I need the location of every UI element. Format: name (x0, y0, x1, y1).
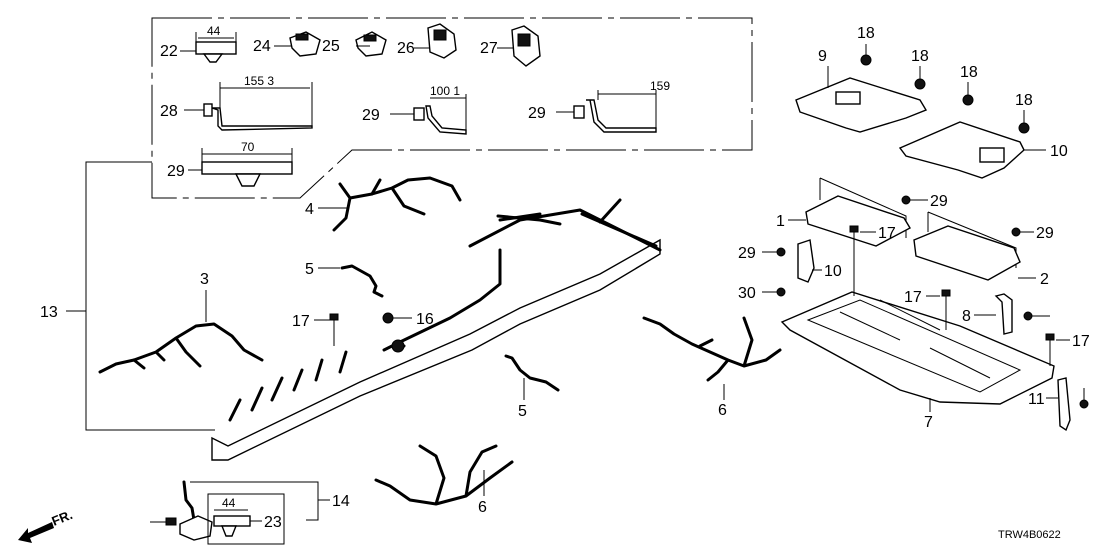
bolt-17[interactable]: 17 (904, 289, 951, 330)
callout-23[interactable]: 26 (397, 40, 415, 57)
dimension-25: 155 3 (244, 74, 274, 88)
clip-band-26[interactable]: 100 1 29 (362, 84, 467, 135)
callout-1[interactable]: 1 (776, 213, 785, 230)
callout-27[interactable]: 29 (528, 105, 546, 122)
callout-29[interactable]: 29 (1036, 225, 1054, 242)
cover-12[interactable]: 9 (795, 48, 928, 133)
bolt-30[interactable] (150, 517, 177, 526)
callout-15[interactable]: 14 (332, 493, 350, 510)
bracket-10[interactable]: 9 10 (797, 239, 842, 283)
callout-5[interactable]: 5 (518, 403, 527, 420)
callout-29[interactable]: 29 (738, 245, 756, 262)
callout-29[interactable]: 30 (738, 285, 756, 302)
clip-19[interactable]: 44 22 (160, 24, 237, 63)
clip-18[interactable]: 18 (1015, 92, 1033, 134)
callout-17[interactable]: 17 (292, 313, 310, 330)
callout-18[interactable]: 18 (960, 64, 978, 81)
nut-29[interactable] (1023, 311, 1050, 321)
sensor-harness-5[interactable]: 5 (305, 261, 384, 298)
dimension-19: 44 (207, 24, 221, 38)
callout-18[interactable]: 18 (857, 25, 875, 42)
battery-module-2[interactable]: 2 (913, 211, 1049, 288)
callout-12[interactable]: 9 (818, 48, 827, 65)
callout-6[interactable]: 6 (478, 499, 487, 516)
callout-5[interactable]: 5 (305, 261, 314, 278)
nut-29-group: 29 29 29 30 (738, 193, 1089, 409)
callout-13[interactable]: 10 (1050, 143, 1068, 160)
clip-18[interactable]: 18 (960, 64, 978, 106)
nut-29[interactable]: 30 (738, 285, 786, 302)
sub-harness-15[interactable]: 14 (179, 480, 350, 541)
clip-band-27[interactable]: 159 29 (528, 79, 670, 133)
callout-18[interactable]: 18 (1015, 92, 1033, 109)
dimension-28: 70 (241, 140, 255, 154)
sensor-harness-5[interactable]: 5 (504, 354, 560, 420)
clip-28[interactable]: 70 29 (167, 140, 293, 187)
wire-harness-7[interactable]: 6 (642, 316, 782, 419)
dimension-26: 100 1 (430, 84, 460, 98)
bracket-9[interactable]: 8 (962, 293, 1013, 335)
callout-24[interactable]: 27 (480, 40, 498, 57)
bolt-17[interactable]: 17 (292, 313, 339, 346)
clip-band-25[interactable]: 155 3 28 (160, 74, 313, 131)
wire-harness-3[interactable]: 3 (98, 271, 264, 374)
clip-22[interactable]: 25 (322, 31, 387, 57)
callout-4[interactable]: 4 (305, 201, 314, 218)
dimension-20: 44 (222, 496, 236, 510)
harness-assembly-14-bracket: 13 (40, 161, 215, 431)
front-direction-indicator: FR. (18, 507, 75, 543)
bolt-17-group: 17 17 17 17 (292, 225, 1090, 366)
diagram-code: TRW4B0622 (998, 529, 1061, 541)
wire-harness-6[interactable]: 6 6 (374, 444, 514, 516)
callout-17[interactable]: 17 (904, 289, 922, 306)
clip-16[interactable]: 17 16 (382, 311, 434, 328)
callout-17[interactable]: 17 (1072, 333, 1090, 350)
main-harness[interactable] (211, 198, 662, 461)
clip-23[interactable]: 26 (397, 23, 457, 59)
callout-26[interactable]: 29 (362, 107, 380, 124)
callout-17[interactable]: 17 (878, 225, 896, 242)
wire-harness-4[interactable]: 4 (305, 176, 462, 232)
clip-inset-box (151, 17, 753, 199)
callout-22[interactable]: 25 (322, 38, 340, 55)
callout-20[interactable]: 23 (264, 514, 282, 531)
callout-19[interactable]: 22 (160, 43, 178, 60)
callout-28[interactable]: 29 (167, 163, 185, 180)
callout-10[interactable]: 10 (824, 263, 842, 280)
bolt-17[interactable]: 17 (1045, 333, 1090, 366)
bracket-11[interactable]: 10 11 (1028, 377, 1071, 432)
dimension-27: 159 (650, 79, 670, 93)
callout-2[interactable]: 2 (1040, 271, 1049, 288)
front-label: FR. (50, 507, 75, 529)
callout-14[interactable]: 13 (40, 304, 58, 321)
nut-29[interactable]: 29 (738, 245, 786, 262)
clip-18-group: 18 18 18 18 (857, 25, 1033, 134)
battery-tray[interactable]: 7 (780, 291, 1055, 431)
nut-29[interactable] (1079, 388, 1089, 409)
nut-29[interactable]: 29 (901, 193, 948, 210)
clip-20[interactable]: 44 23 (207, 493, 285, 545)
callout-7[interactable]: 6 (718, 402, 727, 419)
callout-16[interactable]: 16 (416, 311, 434, 328)
callout-3[interactable]: 3 (200, 271, 209, 288)
nut-29[interactable]: 29 (1011, 225, 1054, 242)
callout-29[interactable]: 29 (930, 193, 948, 210)
cover-13[interactable]: 10 (898, 121, 1068, 179)
callout-25[interactable]: 28 (160, 103, 178, 120)
clip-18[interactable]: 18 (857, 25, 875, 66)
callout-21[interactable]: 24 (253, 38, 271, 55)
clip-24[interactable]: 27 (480, 25, 541, 67)
callout-8[interactable]: 7 (924, 414, 933, 431)
clip-18[interactable]: 18 (911, 48, 929, 90)
battery-module-1[interactable]: 1 (776, 177, 911, 247)
front-arrow-icon (18, 522, 54, 543)
callout-18[interactable]: 18 (911, 48, 929, 65)
callout-11[interactable]: 11 (1028, 391, 1045, 408)
callout-9[interactable]: 8 (962, 308, 971, 325)
clip-21[interactable]: 24 (253, 31, 321, 57)
bolt-17[interactable]: 17 (849, 225, 896, 296)
